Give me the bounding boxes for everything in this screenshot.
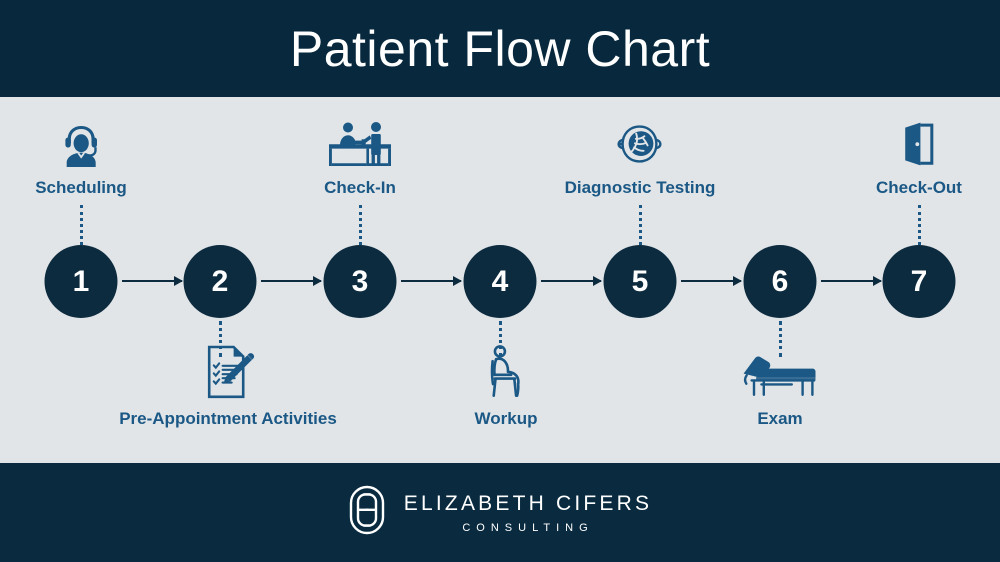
leader-line-step-3: [359, 205, 362, 245]
seated-person-icon: [483, 345, 529, 399]
flow-node-4-number: 4: [491, 264, 509, 298]
leader-line-step-7: [918, 205, 921, 245]
headset-agent-icon: [57, 121, 105, 167]
flow-node-4[interactable]: 4: [463, 245, 537, 318]
flow-node-6[interactable]: 6: [743, 245, 817, 318]
leader-line-step-1: [80, 205, 83, 245]
leader-line-step-6: [779, 321, 782, 357]
header-band: Patient Flow Chart: [0, 0, 1000, 97]
arrow-2-to-3: [261, 276, 322, 286]
arrow-4-to-5: [541, 276, 602, 286]
flow-node-7-number: 7: [910, 264, 928, 298]
flow-node-5[interactable]: 5: [603, 245, 677, 318]
flow-node-5-number: 5: [631, 264, 649, 298]
flow-node-2[interactable]: 2: [183, 245, 257, 318]
page-title: Patient Flow Chart: [289, 20, 711, 77]
brand-lockup: ELIZABETH CIFERS CONSULTING: [348, 484, 652, 541]
flow-node-2-number: 2: [211, 264, 229, 298]
flow-node-3-number: 3: [351, 264, 369, 298]
flow-step-7-label: Check-Out: [876, 178, 962, 197]
exam-table-icon: [739, 353, 821, 399]
reception-desk-icon: [323, 121, 397, 167]
arrow-1-to-2: [122, 276, 183, 286]
flow-node-1-number: 1: [72, 264, 90, 298]
flow-step-7[interactable]: Check-Out: [876, 121, 962, 196]
arrow-6-to-7: [821, 276, 882, 286]
flow-step-2[interactable]: Pre-Appointment Activities: [119, 345, 337, 428]
flow-step-5-label: Diagnostic Testing: [564, 178, 716, 197]
flow-diagram: 1 2 3 4 5 6 7: [0, 97, 1000, 463]
flow-step-3[interactable]: Check-In: [323, 121, 397, 196]
leader-line-step-5: [639, 205, 642, 245]
flow-node-6-number: 6: [771, 264, 789, 298]
flow-step-6-label: Exam: [757, 409, 803, 428]
brand-text: ELIZABETH CIFERS CONSULTING: [404, 492, 652, 534]
flow-step-5[interactable]: Diagnostic Testing: [564, 121, 716, 197]
flow-node-3[interactable]: 3: [323, 245, 397, 318]
flow-step-3-label: Check-In: [324, 178, 396, 197]
flow-step-1[interactable]: Scheduling: [35, 121, 127, 196]
ec-monogram-icon: [348, 484, 386, 541]
brand-name: ELIZABETH CIFERS: [403, 491, 653, 515]
arrow-3-to-4: [401, 276, 462, 286]
flow-step-4[interactable]: Workup: [474, 345, 538, 428]
flow-step-1-label: Scheduling: [35, 178, 127, 197]
leader-line-step-2: [219, 321, 222, 357]
arrow-5-to-6: [681, 276, 742, 286]
flow-step-4-label: Workup: [474, 409, 538, 428]
brand-subtitle: CONSULTING: [462, 521, 594, 534]
flow-node-1[interactable]: 1: [44, 245, 118, 318]
open-door-icon: [898, 121, 940, 167]
checklist-pencil-icon: [200, 345, 256, 399]
flow-step-2-label: Pre-Appointment Activities: [119, 409, 337, 428]
footer-band: ELIZABETH CIFERS CONSULTING: [0, 463, 1000, 562]
flow-node-7[interactable]: 7: [882, 245, 956, 318]
leader-line-step-4: [499, 321, 502, 357]
flow-step-6[interactable]: Exam: [739, 353, 821, 427]
eye-scan-icon: [612, 121, 668, 167]
